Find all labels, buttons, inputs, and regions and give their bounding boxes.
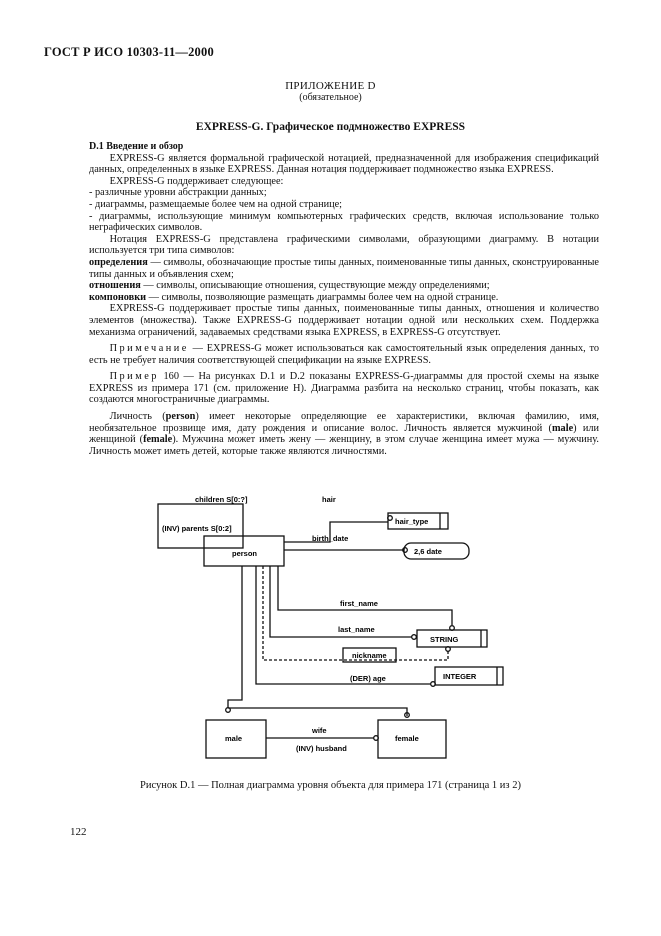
paragraph-notation: Нотация EXPRESS-G представлена графическ… xyxy=(89,233,599,257)
age-label: (DER) age xyxy=(350,674,386,683)
note-text: — EXPRESS-G может использоваться как сам… xyxy=(89,343,599,366)
wife-label: wife xyxy=(311,726,327,735)
hair-type-box xyxy=(387,512,449,530)
definition-term: определения xyxy=(89,256,148,268)
definition-text: — символы, описывающие отношения, сущест… xyxy=(140,280,490,292)
section-heading: D.1 Введение и обзор xyxy=(89,141,184,152)
person-paragraph: Личность (person) имеет некоторые опреде… xyxy=(89,411,600,457)
paragraph-intro: EXPRESS-G является формальной графическо… xyxy=(89,152,599,176)
first-name-label: first_name xyxy=(340,599,378,608)
person-label: person xyxy=(232,549,257,558)
list-item: - различные уровни абстракции данных; xyxy=(89,187,267,199)
hair-type-label: hair_type xyxy=(395,517,428,526)
date-label: 2,6 date xyxy=(414,547,442,556)
section-body: D.1 Введение и обзор EXPRESS-G является … xyxy=(89,141,599,457)
list-item: - диаграммы, размещаемые более чем на од… xyxy=(89,198,343,210)
note-label: Примечание xyxy=(109,343,189,355)
note-paragraph: Примечание — EXPRESS-G может использоват… xyxy=(89,343,599,366)
example-paragraph: Пример 160 — На рисунках D.1 и D.2 показ… xyxy=(89,371,599,406)
integer-label: INTEGER xyxy=(443,672,477,681)
birth-date-label: birth_date xyxy=(312,534,348,543)
string-label: STRING xyxy=(430,635,459,644)
definition-item: отношения — символы, описывающие отношен… xyxy=(89,280,599,292)
nickname-label: nickname xyxy=(352,651,387,660)
female-label: female xyxy=(395,734,419,743)
parents-label: (INV) parents S[0:2] xyxy=(162,524,232,533)
document-header: ГОСТ Р ИСО 10303-11—2000 xyxy=(44,45,214,59)
paragraph-supports: EXPRESS-G поддерживает следующее: xyxy=(109,175,284,187)
figure-caption: Рисунок D.1 — Полная диаграмма уровня об… xyxy=(140,780,521,791)
definition-text: — символы, обозначающие простые типы дан… xyxy=(89,256,599,280)
example-text: 160 — На рисунках D.1 и D.2 показаны EXP… xyxy=(89,371,599,406)
string-box xyxy=(416,629,488,648)
list-item: - диаграммы, использующие минимум компью… xyxy=(89,210,599,234)
definition-text: — символы, позволяющие размещать диаграм… xyxy=(146,291,499,303)
date-box xyxy=(403,542,470,560)
appendix-status: (обязательное) xyxy=(299,92,362,103)
example-label: Пример xyxy=(109,371,159,383)
male-box xyxy=(205,719,267,759)
paragraph-capabilities: EXPRESS-G поддерживает простые типы данн… xyxy=(89,303,599,338)
nickname-box xyxy=(342,647,397,663)
definition-term: компоновки xyxy=(89,291,147,303)
definition-item: определения — символы, обозначающие прос… xyxy=(89,257,599,280)
husband-label: (INV) husband xyxy=(296,744,347,753)
appendix-title: EXPRESS-G. Графическое подмножество EXPR… xyxy=(195,121,466,133)
male-label: male xyxy=(225,734,242,743)
definition-term: отношения xyxy=(89,280,141,292)
integer-box xyxy=(434,666,504,686)
children-label: children S[0:?] xyxy=(195,495,248,504)
last-name-label: last_name xyxy=(338,625,375,634)
hair-label: hair xyxy=(322,495,336,504)
appendix-label: ПРИЛОЖЕНИЕ D xyxy=(285,80,376,92)
parents-box xyxy=(157,503,244,549)
page-number: 122 xyxy=(70,826,87,838)
definition-item: компоновки — символы, позволяющие размещ… xyxy=(89,292,599,304)
person-box xyxy=(203,535,285,567)
